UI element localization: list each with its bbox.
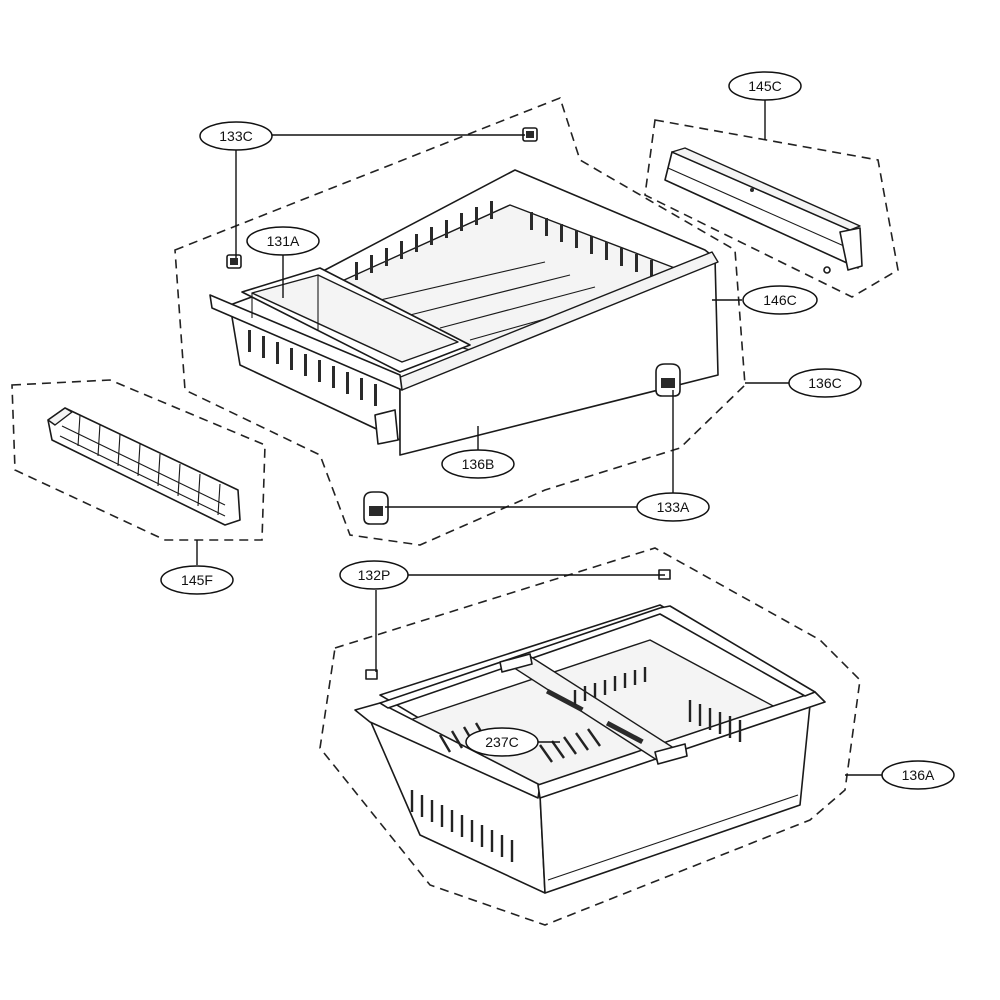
callout-133a: 133A [636, 492, 710, 522]
callout-136c: 136C [788, 368, 862, 398]
part-136a-lower-basket [354, 604, 826, 894]
part-131a-inner-tray [241, 267, 471, 373]
group-outline-145f [11, 379, 266, 541]
callout-132p-text: 132P [358, 567, 391, 583]
callout-133c: 133C [199, 121, 273, 151]
part-145f-grille [47, 407, 241, 526]
callout-136a-text: 136A [902, 767, 935, 783]
callout-136b-text: 136B [462, 456, 495, 472]
group-outline-136a [319, 547, 861, 926]
part-133c-clips [226, 127, 538, 269]
callout-133a-text: 133A [657, 499, 690, 515]
group-outline-136c [174, 96, 746, 546]
callout-136a: 136A [881, 760, 955, 790]
callout-145c-text: 145C [748, 78, 781, 94]
callout-132p: 132P [339, 560, 409, 590]
callout-131a-text: 131A [267, 233, 300, 249]
callout-237c: 237C [465, 727, 539, 757]
callout-146c-text: 146C [763, 292, 796, 308]
group-outline-145c [644, 119, 899, 298]
leader-lines [196, 100, 882, 776]
part-133a-clips [363, 363, 681, 525]
callout-237c-text: 237C [485, 734, 518, 750]
callout-131a: 131A [246, 226, 320, 256]
callout-145c: 145C [728, 71, 802, 101]
callout-133c-text: 133C [219, 128, 252, 144]
callout-145f-text: 145F [181, 572, 213, 588]
part-145c-rail [664, 147, 863, 274]
callout-145f: 145F [160, 565, 234, 595]
callout-146c: 146C [742, 285, 818, 315]
callout-136b: 136B [441, 449, 515, 479]
callout-136c-text: 136C [808, 375, 841, 391]
